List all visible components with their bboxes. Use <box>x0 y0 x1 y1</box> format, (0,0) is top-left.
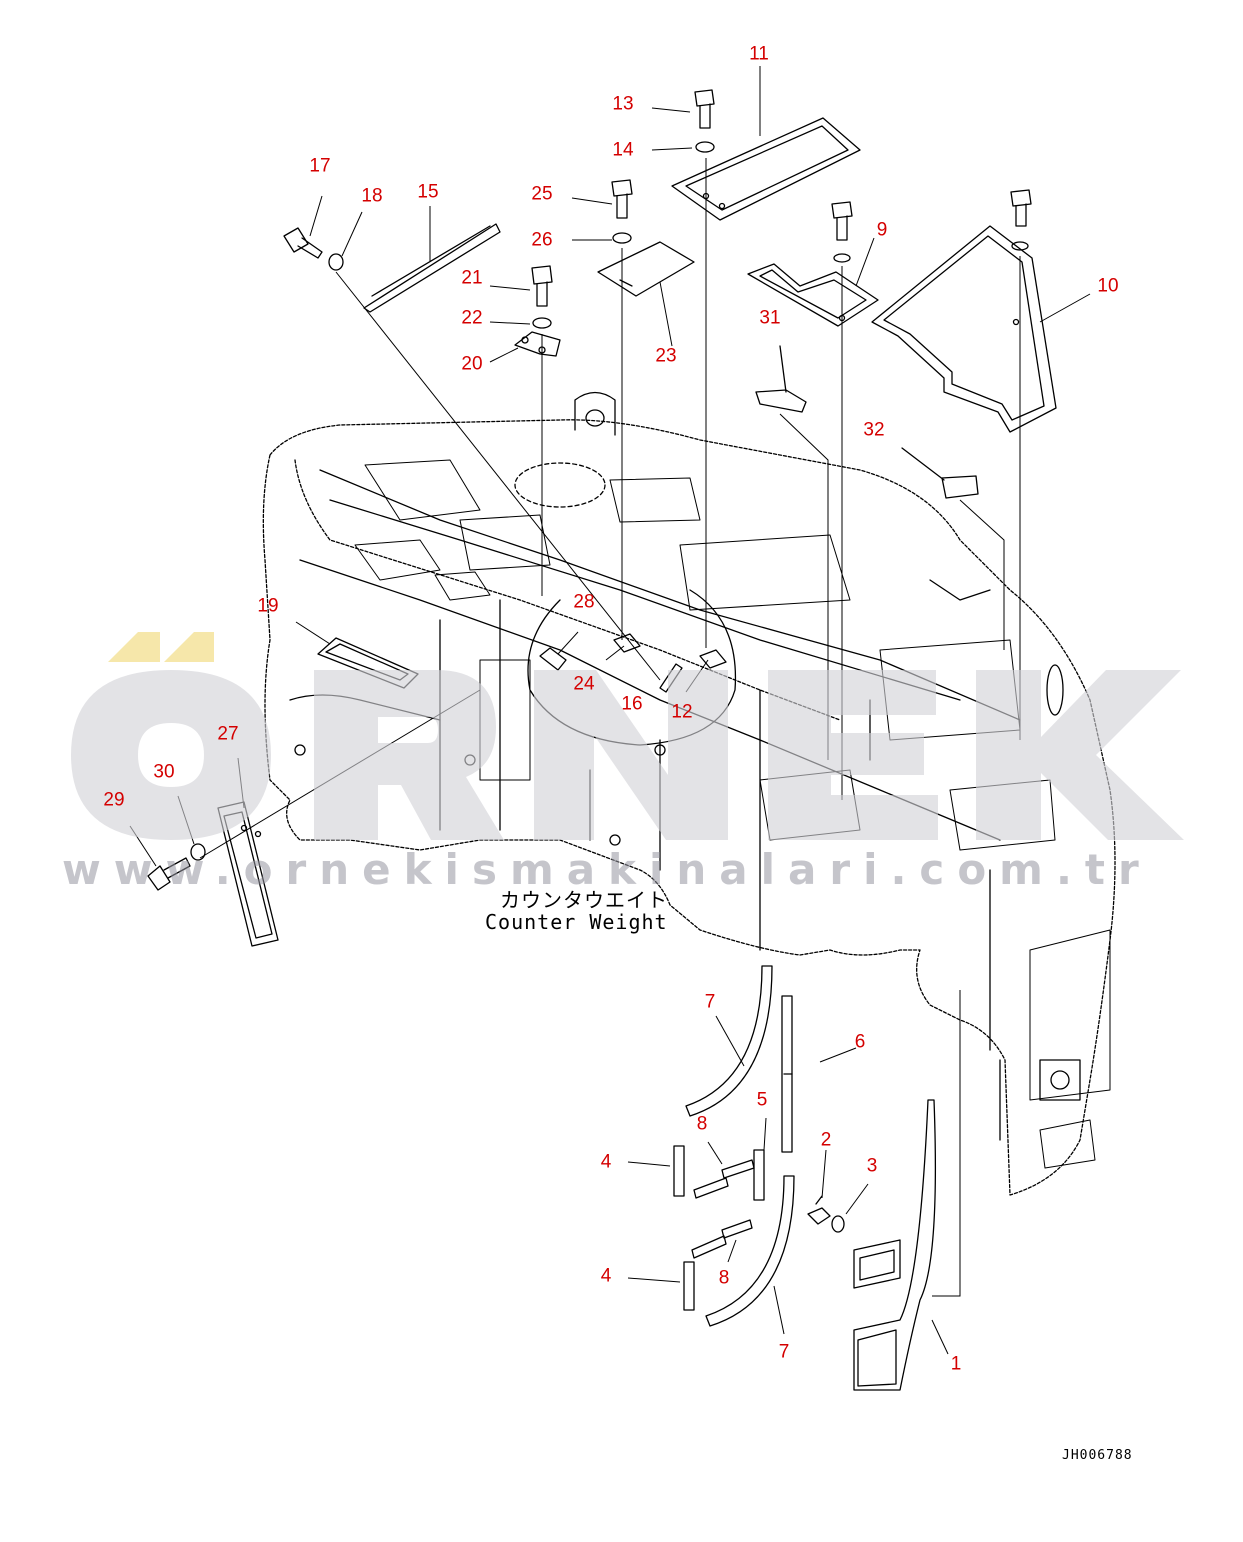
leader-lines <box>129 66 1091 1355</box>
callout-16: 16 <box>621 693 643 715</box>
bolt-29 <box>147 857 191 891</box>
callout-6: 6 <box>854 1031 866 1053</box>
callout-7-lower: 7 <box>778 1341 790 1363</box>
cover-1 <box>853 1099 937 1391</box>
callout-8-lower: 8 <box>718 1267 730 1289</box>
callout-9: 9 <box>876 219 888 241</box>
counter-weight-label-en: Counter Weight <box>485 910 668 934</box>
bolt-17 <box>283 227 323 259</box>
washer-26 <box>612 232 632 244</box>
seal-5 <box>753 1149 765 1201</box>
callout-1: 1 <box>950 1353 962 1375</box>
seal-31 <box>755 345 807 413</box>
callout-4-lower: 4 <box>600 1265 612 1287</box>
callout-30: 30 <box>153 761 175 783</box>
seal-4-upper <box>673 1145 685 1197</box>
callout-18: 18 <box>361 185 383 207</box>
bolt-9 <box>831 201 853 263</box>
drawing-number: JH006788 <box>1062 1448 1133 1463</box>
bolt-25 <box>611 179 633 219</box>
callout-25: 25 <box>531 183 553 205</box>
watermark-url: www.ornekismakinalari.com.tr <box>62 845 1152 894</box>
strip-15 <box>363 223 501 313</box>
callout-27: 27 <box>217 723 239 745</box>
washer-18 <box>328 253 344 271</box>
block-32 <box>901 447 979 499</box>
callout-8-upper: 8 <box>696 1113 708 1135</box>
callout-11: 11 <box>749 43 769 65</box>
counter-weight-label-jp: カウンタウエイト <box>500 888 668 912</box>
callout-17: 17 <box>309 155 331 177</box>
bolt-13 <box>694 89 715 129</box>
callout-26: 26 <box>531 229 553 251</box>
clip-28 <box>539 647 567 671</box>
washer-3 <box>831 1215 845 1233</box>
plate-10 <box>871 225 1057 433</box>
callout-15: 15 <box>417 181 439 203</box>
callout-12: 12 <box>671 701 693 723</box>
callout-19: 19 <box>257 595 279 617</box>
seal-4-lower <box>683 1261 695 1311</box>
bolt-10 <box>1010 189 1032 251</box>
callout-24: 24 <box>573 673 595 695</box>
callout-2: 2 <box>820 1129 832 1151</box>
callout-20: 20 <box>461 353 483 375</box>
callout-13: 13 <box>612 93 634 115</box>
callout-29: 29 <box>103 789 125 811</box>
callout-14: 14 <box>612 139 634 161</box>
callout-5: 5 <box>756 1089 768 1111</box>
seal-6 <box>781 995 793 1153</box>
seal-7-upper <box>685 965 773 1117</box>
washer-14 <box>695 141 715 153</box>
callout-32: 32 <box>863 419 885 441</box>
callout-7-upper: 7 <box>704 991 716 1013</box>
counterweight-body <box>262 419 1116 1196</box>
callout-31: 31 <box>759 307 781 329</box>
seal-8-upper <box>693 1159 755 1199</box>
callout-3: 3 <box>866 1155 878 1177</box>
callout-4-upper: 4 <box>600 1151 612 1173</box>
washer-30 <box>190 843 206 861</box>
callout-22: 22 <box>461 307 483 329</box>
seal-8-lower <box>691 1219 753 1259</box>
seal-7-lower <box>705 1175 795 1327</box>
callout-28: 28 <box>573 591 595 613</box>
bolt-21 <box>531 265 553 307</box>
callout-21: 21 <box>461 267 483 289</box>
callout-23: 23 <box>655 345 677 367</box>
callout-10: 10 <box>1097 275 1119 297</box>
bracket-23 <box>597 241 695 297</box>
clip-12 <box>699 649 727 669</box>
watermark-umlaut <box>108 632 214 662</box>
wing-bolt-2 <box>807 1195 831 1225</box>
washer-22 <box>532 317 552 329</box>
clip-20 <box>514 331 561 357</box>
watermark-logo <box>71 670 1184 840</box>
